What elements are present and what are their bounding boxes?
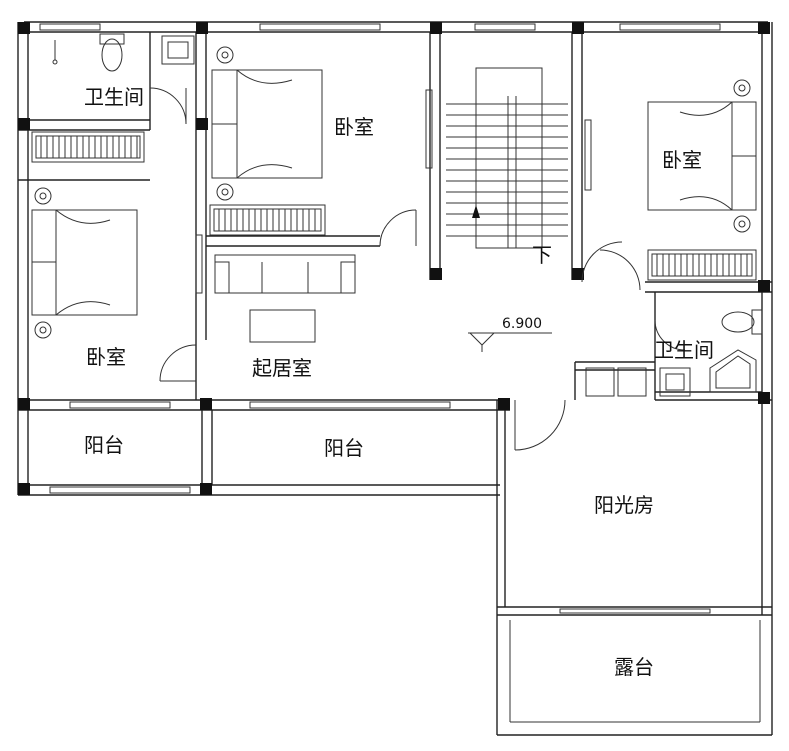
room-label-bedroom-top: 卧室: [334, 115, 374, 139]
doors: [159, 89, 686, 451]
room-label-balcony-left: 阳台: [84, 433, 124, 457]
room-label-bedroom-left: 卧室: [86, 345, 126, 369]
wardrobes: [31, 131, 757, 281]
room-label-bath-top-left: 卫生间: [84, 85, 144, 109]
bath-right-fixtures: [585, 309, 763, 397]
room-label-sunroom: 阳光房: [594, 493, 654, 517]
top-mid-bedroom-bed: [211, 46, 323, 201]
sunroom-windows: [559, 608, 711, 614]
right-bedroom-bed: [647, 79, 757, 233]
room-label-terrace: 露台: [614, 655, 654, 679]
left-bedroom-bed: [31, 187, 138, 339]
room-label-living-room: 起居室: [252, 356, 312, 380]
room-label-balcony-mid: 阳台: [324, 436, 364, 460]
room-label-bedroom-right: 卧室: [662, 148, 702, 172]
room-label-bath-right: 卫生间: [654, 338, 714, 362]
level-marker: [468, 332, 552, 352]
stair-direction-label: 下: [532, 243, 552, 267]
floor-level-label: 6.900: [502, 316, 542, 332]
columns: [18, 22, 770, 495]
stairs: [446, 67, 568, 249]
sofa: [214, 254, 356, 343]
outer-walls: [17, 21, 773, 736]
interior-walls: [18, 32, 772, 401]
top-windows: [39, 23, 721, 494]
bath-top-left-fixtures: [52, 33, 195, 125]
